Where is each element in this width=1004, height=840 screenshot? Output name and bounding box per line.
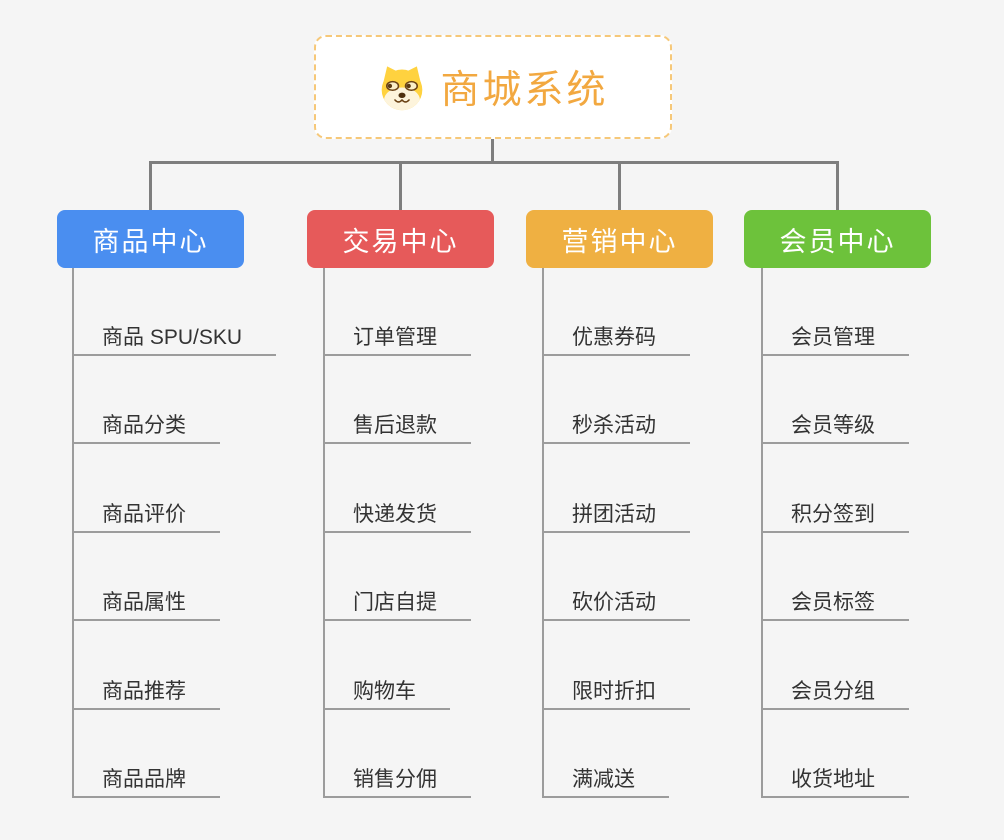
mindmap-item[interactable]: 拼团活动 — [542, 497, 690, 533]
connector-drop-3 — [618, 161, 621, 210]
mindmap-item[interactable]: 限时折扣 — [542, 674, 690, 710]
mindmap-item[interactable]: 会员管理 — [761, 320, 909, 356]
mindmap-item[interactable]: 满减送 — [542, 762, 669, 798]
mindmap-item[interactable]: 商品评价 — [72, 497, 220, 533]
root-node[interactable]: 商城系统 — [314, 35, 672, 139]
mindmap-item[interactable]: 会员等级 — [761, 408, 909, 444]
connector-root-vertical — [491, 139, 494, 163]
connector-horizontal — [149, 161, 839, 164]
mindmap-item[interactable]: 会员标签 — [761, 585, 909, 621]
mindmap-item[interactable]: 砍价活动 — [542, 585, 690, 621]
mindmap-item[interactable]: 商品推荐 — [72, 674, 220, 710]
mindmap-item[interactable]: 购物车 — [323, 674, 450, 710]
mindmap-item[interactable]: 秒杀活动 — [542, 408, 690, 444]
dog-face-icon — [377, 64, 427, 111]
mindmap-item[interactable]: 商品品牌 — [72, 762, 220, 798]
mindmap-item[interactable]: 商品分类 — [72, 408, 220, 444]
root-title: 商城系统 — [440, 69, 609, 112]
connector-drop-1 — [149, 161, 152, 210]
mindmap-item[interactable]: 会员分组 — [761, 674, 909, 710]
mindmap-item[interactable]: 售后退款 — [323, 408, 471, 444]
branch-trunk-line — [542, 268, 544, 798]
mindmap-item[interactable]: 订单管理 — [323, 320, 471, 356]
mindmap-item[interactable]: 积分签到 — [761, 497, 909, 533]
mindmap-item[interactable]: 商品属性 — [72, 585, 220, 621]
mindmap-item[interactable]: 快递发货 — [323, 497, 471, 533]
connector-drop-2 — [399, 161, 402, 210]
branch-node-product-center[interactable]: 商品中心 — [57, 210, 244, 268]
mindmap-item[interactable]: 优惠券码 — [542, 320, 690, 356]
mindmap-item[interactable]: 收货地址 — [761, 762, 909, 798]
branch-node-member-center[interactable]: 会员中心 — [744, 210, 931, 268]
mindmap-item[interactable]: 销售分佣 — [323, 762, 471, 798]
branch-node-marketing-center[interactable]: 营销中心 — [526, 210, 713, 268]
connector-drop-4 — [836, 161, 839, 210]
mindmap-item[interactable]: 商品 SPU/SKU — [72, 320, 277, 356]
mindmap-item[interactable]: 门店自提 — [323, 585, 471, 621]
branch-trunk-line — [761, 268, 763, 798]
branch-trunk-line — [72, 268, 74, 798]
branch-node-trade-center[interactable]: 交易中心 — [307, 210, 494, 268]
branch-trunk-line — [323, 268, 325, 798]
